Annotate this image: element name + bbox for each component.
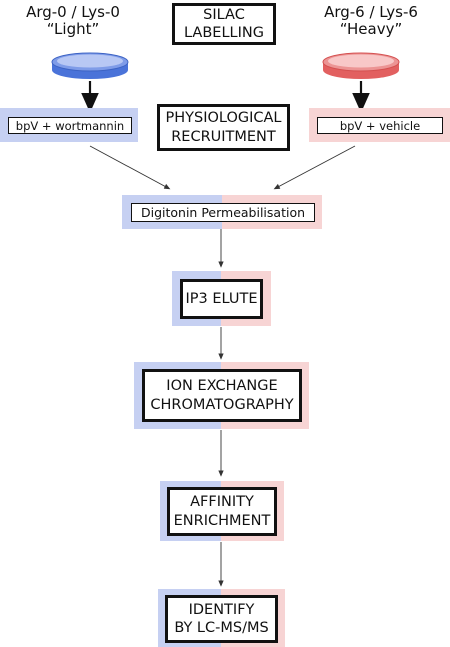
affinity-line1: AFFINITY (190, 494, 254, 511)
treat-left-box: bpV + wortmannin (8, 117, 132, 134)
heavy-label-line2: “Heavy” (339, 20, 403, 39)
ion-line2: CHROMATOGRAPHY (150, 396, 294, 413)
identify-line1: IDENTIFY (188, 601, 255, 618)
light-dish-icon (51, 52, 129, 79)
ip3-label: IP3 ELUTE (185, 290, 258, 307)
ion-line1: ION EXCHANGE (166, 378, 278, 395)
light-label-line1: Arg-0 / Lys-0 (26, 3, 120, 21)
affinity-enrichment-box: AFFINITY ENRICHMENT (167, 487, 277, 536)
arrow-right-diagonal (273, 145, 356, 190)
heavy-label-line1: Arg-6 / Lys-6 (324, 3, 418, 21)
digitonin-box: Digitonin Permeabilisation (131, 203, 315, 222)
treat-right-box: bpV + vehicle (317, 117, 443, 134)
digitonin-label: Digitonin Permeabilisation (140, 205, 306, 220)
silac-labelling-box: SILAC LABELLING (172, 3, 276, 45)
identify-box: IDENTIFY BY LC-MS/MS (165, 595, 278, 643)
arrow-left-diagonal (89, 145, 171, 190)
ip3-elute-box: IP3 ELUTE (180, 279, 263, 319)
affinity-line2: ENRICHMENT (173, 512, 271, 529)
heavy-label: Arg-6 / Lys-6 “Heavy” (316, 3, 426, 39)
silac-line1: SILAC (203, 6, 245, 23)
recruit-line2: RECRUITMENT (171, 128, 276, 145)
treat-left-label: bpV + wortmannin (15, 118, 125, 133)
silac-line2: LABELLING (184, 25, 264, 41)
light-label: Arg-0 / Lys-0 “Light” (18, 3, 128, 39)
ion-exchange-box: ION EXCHANGE CHROMATOGRAPHY (142, 369, 302, 422)
physiological-recruitment-box: PHYSIOLOGICAL RECRUITMENT (157, 104, 290, 151)
heavy-dish-icon (322, 52, 400, 79)
treat-right-label: bpV + vehicle (339, 118, 421, 133)
recruit-line1: PHYSIOLOGICAL (165, 110, 282, 127)
identify-line2: BY LC-MS/MS (174, 620, 269, 636)
light-label-line2: “Light” (46, 20, 100, 39)
